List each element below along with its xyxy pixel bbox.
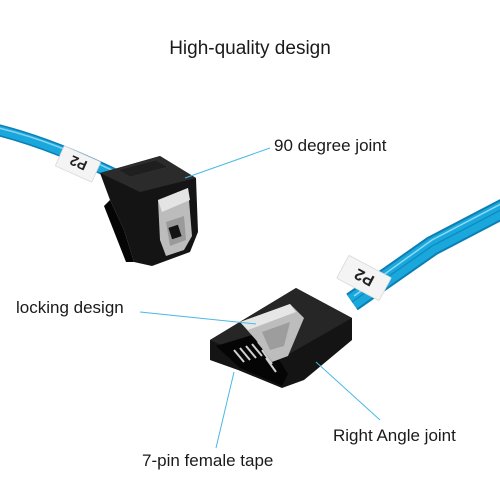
page-title: High-quality design [169, 38, 331, 59]
connector-90-degree [100, 156, 198, 266]
label-90-degree-joint: 90 degree joint [274, 136, 387, 155]
label-locking-design: locking design [16, 298, 124, 317]
leader-line-7-pin [215, 371, 235, 449]
label-7-pin-female-tape: 7-pin female tape [142, 451, 274, 470]
upper-cable: P2 [0, 124, 124, 183]
label-right-angle-joint: Right Angle joint [333, 426, 456, 445]
leader-line-right-angle [315, 361, 381, 421]
lower-cable-tag: P2 [336, 255, 392, 301]
leader-lines [139, 147, 381, 449]
connector-right-angle [210, 288, 352, 388]
leader-line-90-degree [184, 147, 271, 179]
right-cable: P2 [336, 199, 500, 311]
leader-line-locking [139, 311, 257, 325]
upper-cable-tag-text: P2 [67, 152, 89, 174]
upper-cable-tag: P2 [55, 145, 101, 183]
